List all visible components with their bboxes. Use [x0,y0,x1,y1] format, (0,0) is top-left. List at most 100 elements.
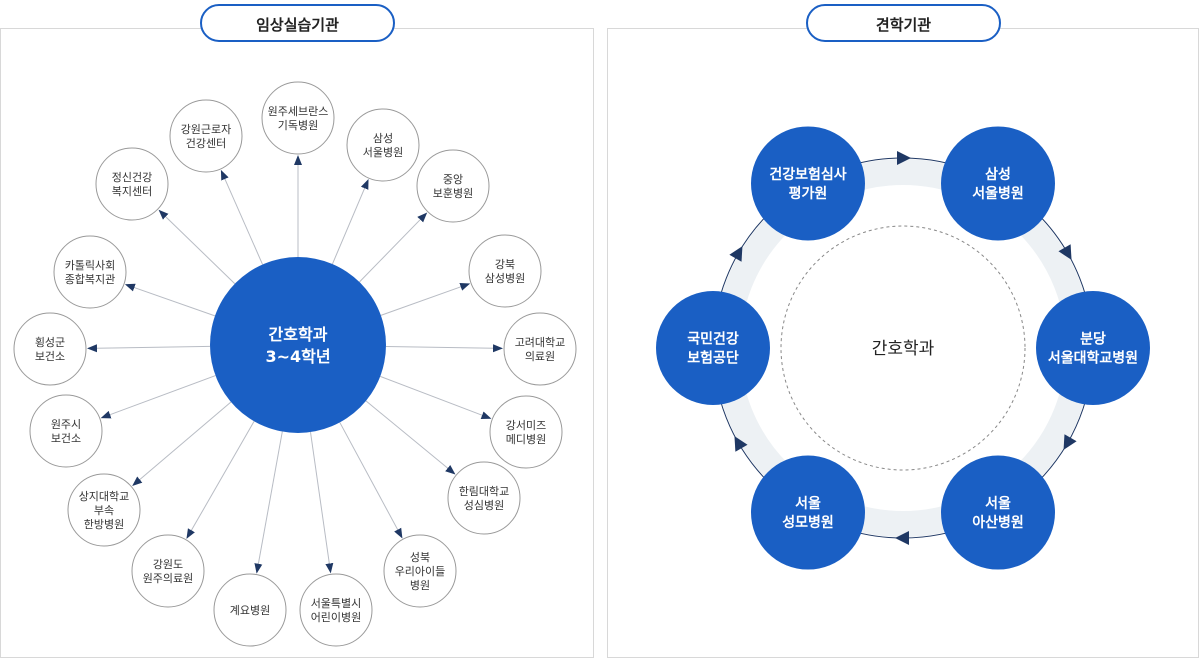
node-label-line: 보훈병원 [433,187,473,200]
node-circle [489,395,563,469]
node-label-line: 서울병원 [972,185,1024,202]
node-circle [29,394,103,468]
node-label-line: 종합복지관 [65,273,116,286]
observation-title: 견학기관 [806,4,1001,42]
node-label-line: 원주시 [51,418,81,431]
node-label-line: 서울대학교병원 [1048,350,1138,367]
node-circle [67,473,141,547]
node-label-line: 우리아이들 [395,565,446,578]
clinical-node: 계요병원 [213,573,287,647]
node-label-line: 원주세브란스 [268,105,329,118]
node-label-line: 원주의료원 [143,572,194,585]
node-label-line: 서울병원 [363,146,403,159]
node-label-line: 한방병원 [84,518,124,531]
node-label-line: 고려대학교 [515,336,566,349]
node-label-line: 상지대학교 [79,490,130,503]
node-label-line: 평가원 [789,185,828,202]
node-label-line: 병원 [410,579,430,592]
node-circle [213,573,287,647]
node-label-line: 강서미즈 [506,419,546,432]
node-circle [346,108,420,182]
node-circle [13,312,87,386]
node-circle [261,81,335,155]
connector-arrow [365,400,456,475]
node-label-line: 보험공단 [687,350,739,367]
node-label-line: 분당 [1080,331,1106,348]
node-label-line: 3~4학년 [265,347,330,366]
node-circle [416,149,490,223]
node-circle [383,534,457,608]
node-label-line: 카톨릭사회 [65,259,116,272]
node-circle [751,126,865,241]
node-label-line: 삼성 [373,132,393,145]
node-circle [941,455,1055,570]
observation-center-label: 간호학과 [872,339,935,359]
connector-arrow [380,375,492,419]
connector-arrow [254,431,283,574]
connector-arrow [309,432,334,574]
node-label-line: 아산병원 [972,514,1024,531]
node-circle [1036,291,1150,405]
node-label-line: 중앙 [443,173,463,186]
node-circle [299,573,373,647]
node-label-line: 계요병원 [230,604,270,617]
node-label-line: 의료원 [525,350,555,363]
cycle-arrow [1058,244,1072,260]
node-label-line: 국민건강 [687,331,739,348]
node-circle [468,234,542,308]
node-label-line: 메디병원 [506,433,546,446]
node-circle [941,126,1055,241]
cycle-arrow [729,246,743,262]
connector-arrow [86,344,211,353]
cycle-arrow [734,436,748,452]
connector-arrow [359,212,428,283]
node-label-line: 부속 [94,504,114,517]
connector-arrow [339,422,403,539]
node-label-line: 기독병원 [278,119,318,132]
node-label-line: 강북 [495,258,515,271]
node-label-line: 한림대학교 [459,485,510,498]
connector-arrow [132,401,232,487]
node-label-line: 횡성군 [35,336,65,349]
node-label-line: 성심병원 [464,499,504,512]
node-label-line: 강원근로자 [181,123,232,136]
node-label-line: 정신건강 [112,171,152,184]
connector-arrow [158,209,236,285]
connector-arrow [220,169,264,265]
cycle-arrow [895,531,909,545]
node-circle [751,455,865,570]
node-circle [503,312,577,386]
connector-arrow [100,375,216,419]
node-circle [447,461,521,535]
